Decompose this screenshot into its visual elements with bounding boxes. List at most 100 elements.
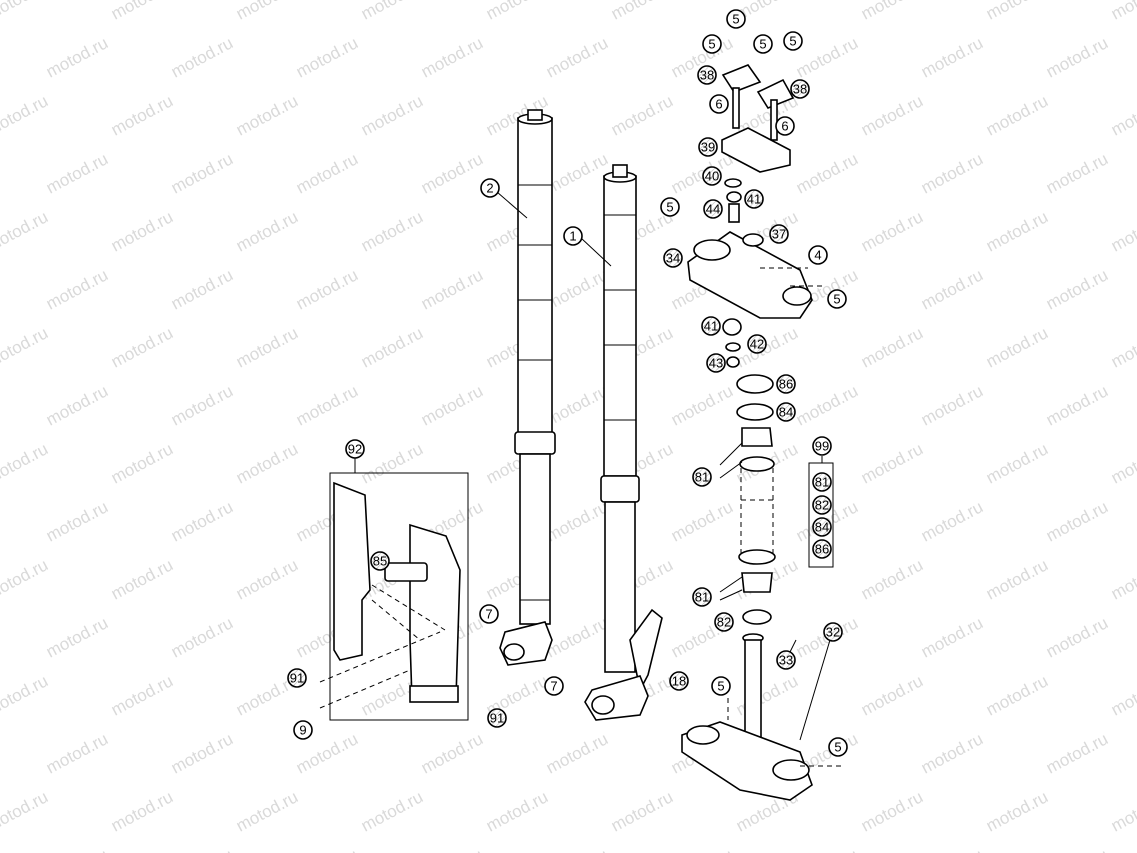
callout-99: 99: [812, 436, 832, 456]
watermark-text: motod.ru: [43, 845, 111, 853]
watermark-text: motod.ru: [358, 439, 426, 487]
watermark-text: motod.ru: [918, 613, 986, 661]
watermark-text: motod.ru: [1108, 439, 1137, 487]
watermark-text: motod.ru: [108, 787, 176, 835]
watermark-text: motod.ru: [233, 0, 301, 24]
callout-label: 6: [715, 97, 722, 112]
watermark-text: motod.ru: [543, 497, 611, 545]
watermark-text: motod.ru: [418, 33, 486, 81]
callout-label: 7: [485, 607, 492, 622]
callout-86: 86: [776, 374, 796, 394]
callout-86: 86: [812, 539, 832, 559]
watermark-text: motod.ru: [43, 729, 111, 777]
watermark-text: motod.ru: [233, 787, 301, 835]
watermark-text: motod.ru: [1043, 381, 1111, 429]
watermark-text: motod.ru: [233, 439, 301, 487]
watermark-text: motod.ru: [918, 381, 986, 429]
callout-label: 32: [826, 625, 840, 640]
watermark-text: motod.ru: [108, 207, 176, 255]
watermark-text: motod.ru: [43, 381, 111, 429]
watermark-text: motod.ru: [733, 671, 801, 719]
watermark-text: motod.ru: [608, 787, 676, 835]
callout-7: 7: [544, 676, 564, 696]
watermark-text: motod.ru: [358, 207, 426, 255]
watermark-text: motod.ru: [918, 149, 986, 197]
watermark-text: motod.ru: [983, 439, 1051, 487]
callout-39: 39: [698, 137, 718, 157]
watermark-text: motod.ru: [858, 555, 926, 603]
watermark-text: motod.ru: [918, 845, 986, 853]
watermark-text: motod.ru: [668, 497, 736, 545]
watermark-text: motod.ru: [358, 0, 426, 24]
watermark-text: motod.ru: [1108, 91, 1137, 139]
callout-label: 5: [834, 740, 841, 755]
callout-label: 38: [700, 68, 714, 83]
callout-label: 43: [709, 356, 723, 371]
watermark-text: motod.ru: [858, 207, 926, 255]
watermark-text: motod.ru: [0, 207, 51, 255]
callout-41: 41: [744, 189, 764, 209]
watermark-text: motod.ru: [233, 91, 301, 139]
watermark-text: motod.ru: [293, 33, 361, 81]
callout-label: 1: [569, 229, 576, 244]
watermark-text: motod.ru: [793, 149, 861, 197]
callout-81: 81: [692, 467, 712, 487]
callout-label: 40: [705, 169, 719, 184]
callout-5: 5: [828, 737, 848, 757]
callout-82: 82: [714, 612, 734, 632]
callout-label: 81: [695, 470, 709, 485]
watermark-text: motod.ru: [358, 323, 426, 371]
callout-label: 5: [708, 37, 715, 52]
watermark-text: motod.ru: [293, 265, 361, 313]
callout-label: 6: [781, 119, 788, 134]
callout-1: 1: [563, 226, 583, 246]
callout-42: 42: [747, 334, 767, 354]
callout-2: 2: [480, 178, 500, 198]
watermark-text: motod.ru: [918, 497, 986, 545]
watermark-text: motod.ru: [1043, 845, 1111, 853]
callout-33: 33: [776, 650, 796, 670]
watermark-text: motod.ru: [858, 787, 926, 835]
watermark-text: motod.ru: [108, 439, 176, 487]
callout-label: 34: [666, 251, 680, 266]
watermark-text: motod.ru: [1043, 729, 1111, 777]
callout-label: 91: [490, 711, 504, 726]
fork-leg-right: [584, 164, 663, 721]
callout-label: 44: [706, 202, 720, 217]
callout-label: 4: [814, 248, 821, 263]
watermark-text: motod.ru: [858, 671, 926, 719]
callout-label: 37: [772, 227, 786, 242]
watermark-text: motod.ru: [608, 0, 676, 24]
watermark-text: motod.ru: [543, 381, 611, 429]
watermark-text: motod.ru: [168, 497, 236, 545]
watermark-text: motod.ru: [983, 555, 1051, 603]
callout-label: 2: [486, 181, 493, 196]
watermark-text: motod.ru: [0, 787, 51, 835]
watermark-text: motod.ru: [983, 787, 1051, 835]
watermark-text: motod.ru: [1043, 613, 1111, 661]
watermark-text: motod.ru: [168, 33, 236, 81]
callout-6: 6: [775, 116, 795, 136]
callout-label: 9: [299, 723, 306, 738]
watermark-text: motod.ru: [108, 0, 176, 24]
watermark-text: motod.ru: [1043, 33, 1111, 81]
watermark-text: motod.ru: [858, 0, 926, 24]
watermark-text: motod.ru: [1108, 0, 1137, 24]
watermark-text: motod.ru: [0, 555, 51, 603]
watermark-text: motod.ru: [1108, 323, 1137, 371]
watermark-text: motod.ru: [543, 613, 611, 661]
watermark-text: motod.ru: [0, 671, 51, 719]
watermark-text: motod.ru: [418, 845, 486, 853]
callout-label: 7: [550, 679, 557, 694]
callout-82: 82: [812, 495, 832, 515]
watermark-text: motod.ru: [733, 323, 801, 371]
watermark-text: motod.ru: [168, 149, 236, 197]
callout-44: 44: [703, 199, 723, 219]
callout-43: 43: [706, 353, 726, 373]
fork-guards: [319, 472, 469, 721]
watermark-text: motod.ru: [0, 323, 51, 371]
watermark-text: motod.ru: [0, 439, 51, 487]
watermark-text: motod.ru: [168, 729, 236, 777]
watermark-text: motod.ru: [293, 845, 361, 853]
callout-label: 82: [717, 615, 731, 630]
